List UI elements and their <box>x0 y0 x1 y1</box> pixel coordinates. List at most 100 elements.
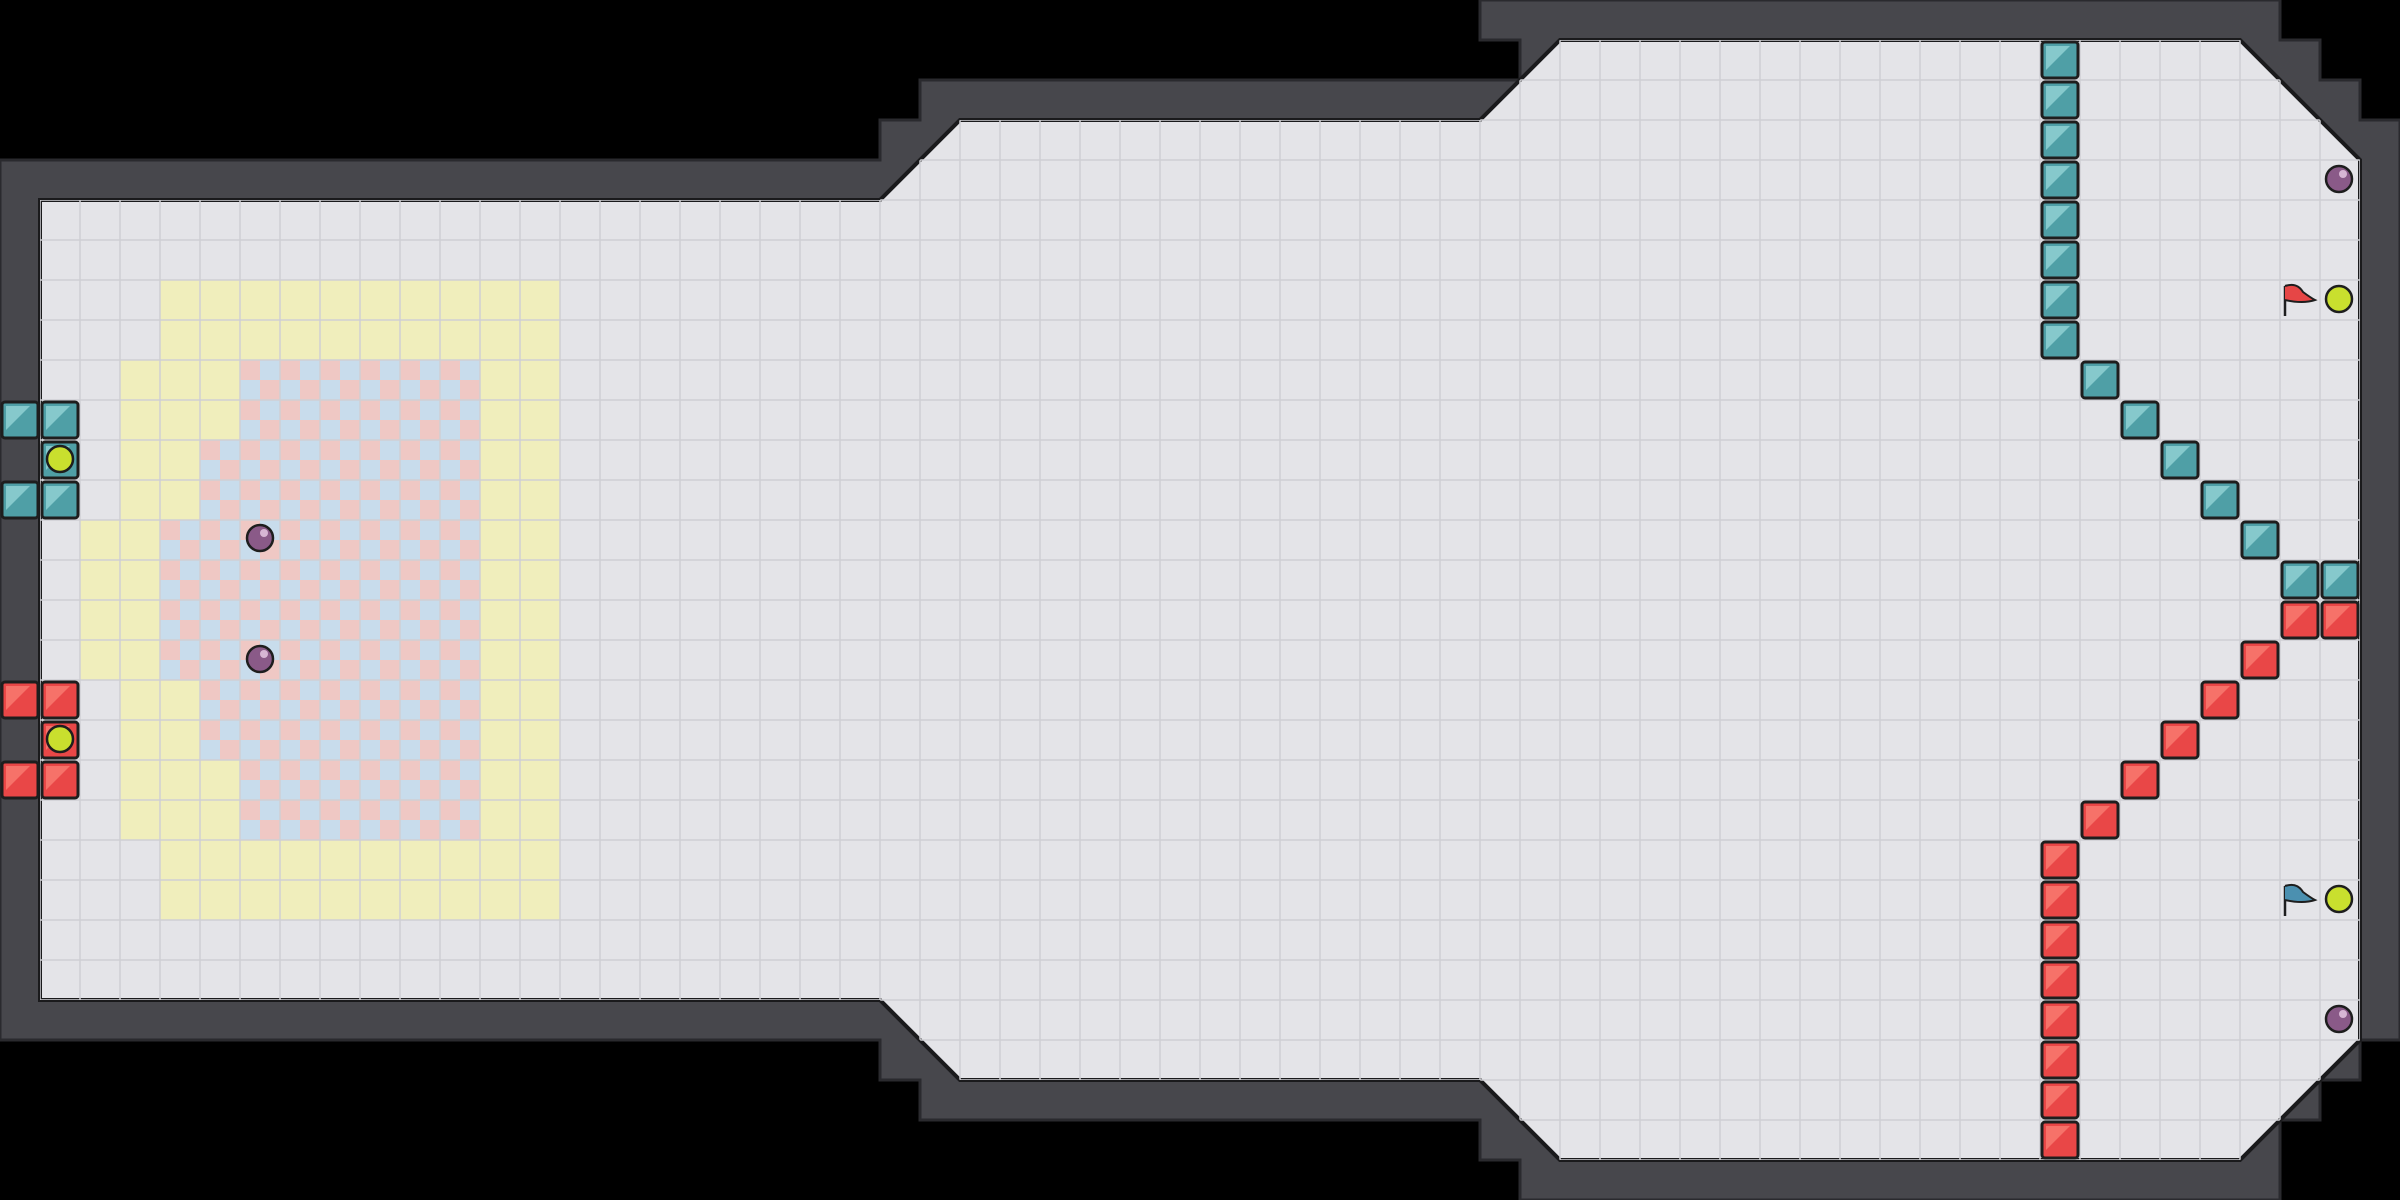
tile-shine <box>2286 606 2310 630</box>
checker-cell <box>320 600 340 620</box>
checker-cell <box>300 520 320 540</box>
checker-cell <box>220 720 240 740</box>
checker-cell <box>160 560 180 580</box>
checker-cell <box>360 440 380 460</box>
checker-cell <box>340 500 360 520</box>
checker-cell <box>400 380 420 400</box>
red-team-tile-icon <box>2040 960 2080 1000</box>
blue-team-tile-icon <box>2040 280 2080 320</box>
checker-cell <box>360 600 380 620</box>
checker-cell <box>240 740 260 760</box>
checker-cell <box>440 800 460 820</box>
checker-cell <box>440 640 460 660</box>
checker-cell <box>260 360 280 380</box>
flag-cloth <box>2284 283 2318 303</box>
bomb-highlight <box>260 529 268 537</box>
checker-cell <box>260 780 280 800</box>
bomb-body <box>2324 1004 2354 1034</box>
checker-cell <box>420 800 440 820</box>
blue-team-tile-icon <box>2240 520 2280 560</box>
checker-cell <box>240 820 260 840</box>
checker-cell <box>360 580 380 600</box>
checker-cell <box>460 720 480 740</box>
tile-shine <box>2086 806 2110 830</box>
checker-cell <box>300 620 320 640</box>
checker-cell <box>400 600 420 620</box>
checker-cell <box>440 460 460 480</box>
checker-cell <box>300 640 320 660</box>
checker-cell <box>460 360 480 380</box>
checker-cell <box>380 440 400 460</box>
boost-body <box>2324 284 2354 314</box>
checker-cell <box>460 420 480 440</box>
checker-cell <box>340 620 360 640</box>
tile-shine <box>2286 566 2310 590</box>
checker-cell <box>280 400 300 420</box>
checker-cell <box>300 760 320 780</box>
checker-cell <box>240 600 260 620</box>
checker-cell <box>280 420 300 440</box>
checker-cell <box>340 780 360 800</box>
checker-cell <box>160 640 180 660</box>
checker-cell <box>240 760 260 780</box>
checker-cell <box>460 660 480 680</box>
blue-team-tile-icon <box>2120 400 2160 440</box>
checker-cell <box>280 520 300 540</box>
checker-cell <box>280 780 300 800</box>
checker-cell <box>300 480 320 500</box>
checker-cell <box>320 680 340 700</box>
checker-cell <box>340 420 360 440</box>
tile-shine <box>46 406 70 430</box>
checker-cell <box>440 760 460 780</box>
flag-cloth <box>2284 883 2318 903</box>
checker-cell <box>420 700 440 720</box>
checker-cell <box>180 640 200 660</box>
checker-cell <box>200 740 220 760</box>
tile-shine <box>2126 406 2150 430</box>
checker-cell <box>320 360 340 380</box>
checker-cell <box>260 740 280 760</box>
checker-cell <box>440 420 460 440</box>
checker-cell <box>340 360 360 380</box>
checker-cell <box>220 740 240 760</box>
checker-cell <box>360 420 380 440</box>
checker-cell <box>260 680 280 700</box>
checker-cell <box>420 440 440 460</box>
checker-cell <box>300 680 320 700</box>
checker-cell <box>260 560 280 580</box>
tile-shine <box>2246 646 2270 670</box>
checker-cell <box>320 420 340 440</box>
checker-cell <box>240 380 260 400</box>
checker-cell <box>440 580 460 600</box>
checker-cell <box>420 760 440 780</box>
blue-team-tile-icon <box>2040 80 2080 120</box>
checker-cell <box>200 480 220 500</box>
red-flag-icon <box>2283 283 2318 316</box>
tile-shine <box>2206 486 2230 510</box>
checker-cell <box>340 520 360 540</box>
checker-cell <box>360 720 380 740</box>
checker-cell <box>340 440 360 460</box>
checker-cell <box>380 780 400 800</box>
checker-cell <box>460 460 480 480</box>
checker-cell <box>180 560 200 580</box>
checker-cell <box>320 800 340 820</box>
checker-cell <box>220 460 240 480</box>
checker-cell <box>220 560 240 580</box>
checker-cell <box>280 760 300 780</box>
checker-cell <box>380 480 400 500</box>
checker-cell <box>360 380 380 400</box>
team-tiles <box>0 40 2360 1160</box>
checker-cell <box>240 720 260 740</box>
checker-cell <box>300 540 320 560</box>
checker-cell <box>320 700 340 720</box>
checker-cell <box>300 600 320 620</box>
checker-cell <box>440 480 460 500</box>
checker-cell <box>380 680 400 700</box>
checker-cell <box>360 820 380 840</box>
checker-cell <box>220 540 240 560</box>
tile-shine <box>46 766 70 790</box>
checker-cell <box>460 620 480 640</box>
checker-cell <box>320 780 340 800</box>
blue-flag-icon <box>2283 883 2318 916</box>
